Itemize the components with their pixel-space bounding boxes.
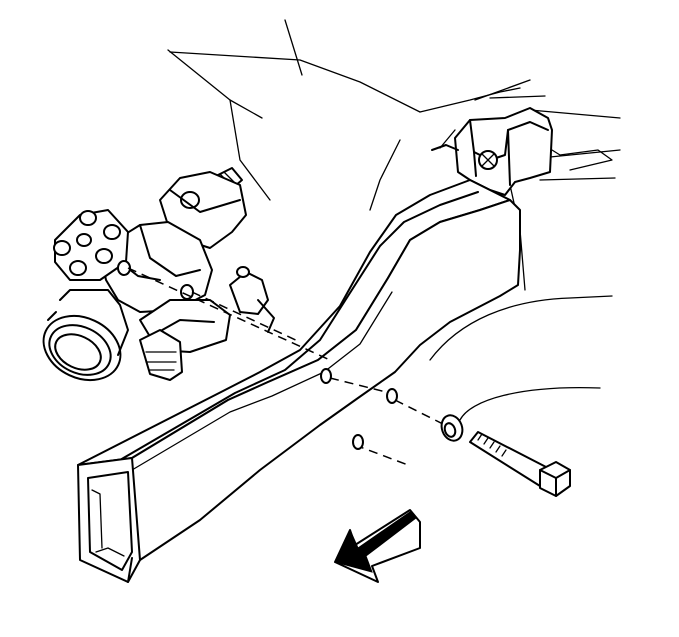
alignment-lines [127, 267, 446, 466]
cover-bolts [53, 210, 121, 276]
front-of-vehicle-arrow-icon [334, 509, 421, 583]
frame-mount-bracket [431, 107, 553, 196]
mounting-bolt [469, 431, 571, 497]
washer [440, 414, 464, 442]
steering-gear [42, 167, 275, 382]
frame-mounting-holes [320, 368, 398, 450]
gear-end-flange [42, 314, 122, 382]
